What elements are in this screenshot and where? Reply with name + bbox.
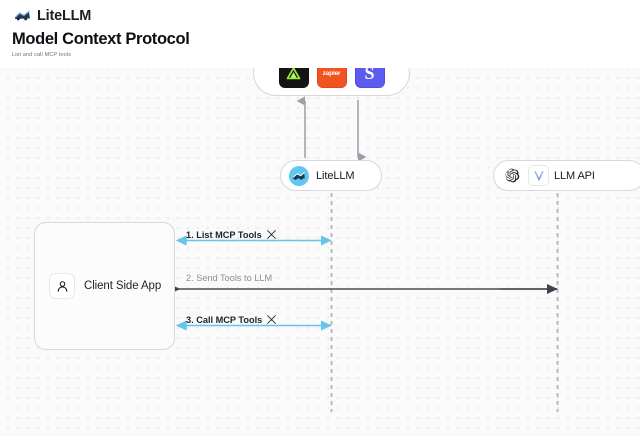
node-llm-api-label: LLM API [554, 169, 595, 182]
node-litellm-label: LiteLLM [316, 169, 355, 182]
zapier-wordmark-icon: zapier [322, 69, 341, 77]
page-title: Model Context Protocol [12, 30, 190, 48]
message-label-1: 1. List MCP Tools [186, 229, 277, 240]
brand-name: LiteLLM [37, 7, 92, 24]
message-3-text: 3. Call MCP Tools [186, 314, 263, 325]
green-triangle-icon [286, 66, 301, 79]
tools-icon [267, 315, 277, 324]
tools-icon [266, 230, 276, 239]
message-2-text: 2. Send Tools to LLM [186, 273, 273, 283]
page-subtitle: List and call MCP tools [12, 52, 72, 58]
anthropic-logo-icon [528, 165, 549, 186]
letter-s-icon: S [364, 63, 375, 83]
litellm-avatar-icon [289, 165, 309, 186]
node-client-label: Client Side App [84, 280, 162, 292]
node-llm-api[interactable]: LLM API [493, 160, 640, 191]
message-1-text: 1. List MCP Tools [186, 229, 262, 240]
litellm-logo-icon [15, 10, 30, 21]
user-icon [49, 273, 75, 299]
page-header: LiteLLM Model Context Protocol List and … [0, 0, 640, 68]
brand[interactable]: LiteLLM [14, 7, 91, 24]
node-client-side-app[interactable]: Client Side App [34, 222, 175, 350]
node-litellm[interactable]: LiteLLM [280, 160, 382, 191]
message-label-2: 2. Send Tools to LLM [186, 273, 272, 283]
message-label-3: 3. Call MCP Tools [186, 314, 277, 325]
openai-logo-icon [502, 165, 523, 186]
